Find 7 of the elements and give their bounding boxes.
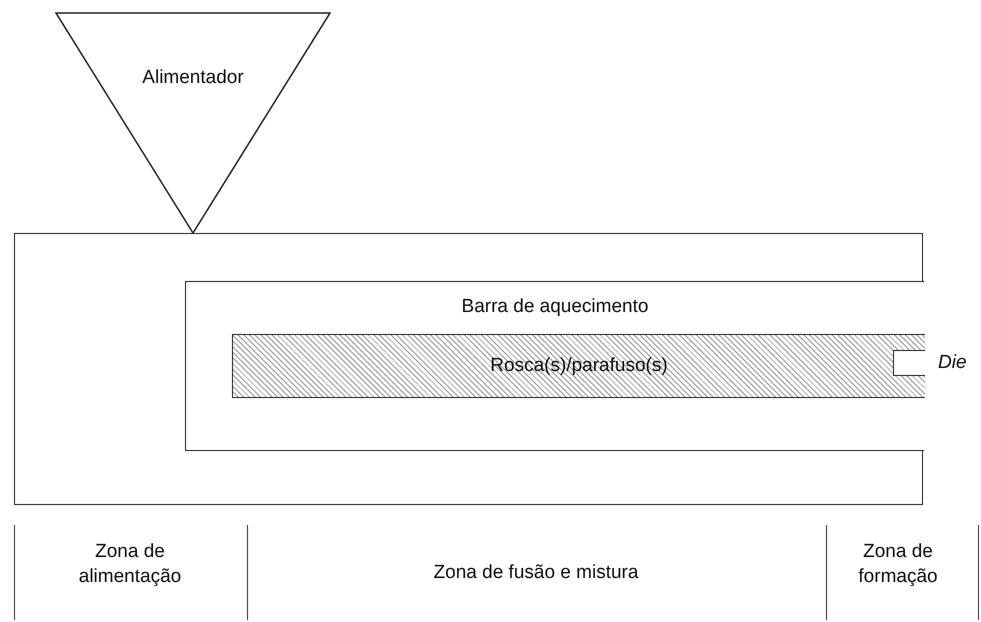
zone-label: Zona de fusão e mistura	[432, 561, 640, 585]
screw-label: Rosca(s)/parafuso(s)	[490, 355, 668, 377]
zone-label: Zona de formação	[857, 540, 939, 589]
zone-label: Zona de alimentação	[78, 540, 182, 589]
heater-label: Barra de aquecimento	[460, 296, 650, 318]
hopper-label: Alimentador	[141, 67, 245, 89]
die-label: Die	[938, 352, 967, 374]
